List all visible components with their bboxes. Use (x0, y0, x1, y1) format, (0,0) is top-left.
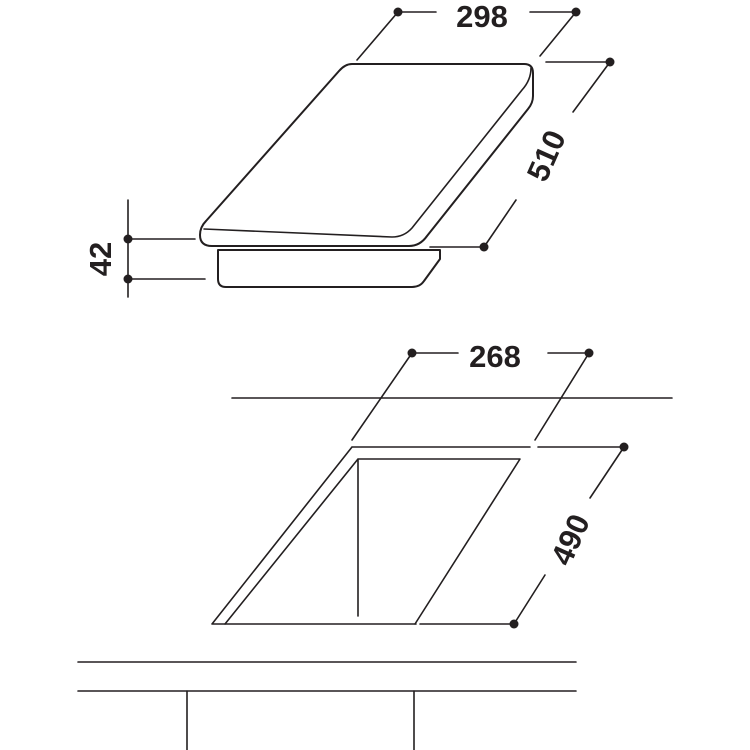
hob-width-dot-left (393, 7, 403, 17)
cutout-width-dimension: 268 (351, 339, 594, 441)
worktop-cutout-drawing (77, 397, 673, 750)
hob-width-line-right (539, 11, 577, 57)
cutout-depth-label: 490 (544, 509, 597, 570)
cutout-outline (211, 446, 531, 625)
hob-depth-dot-bottom (479, 242, 489, 252)
hob-drawing (199, 63, 534, 288)
cutout-depth-dimension: 490 (419, 442, 629, 629)
hob-width-label: 298 (456, 0, 508, 34)
hob-width-line-left (356, 11, 399, 61)
cutout-depth-dot-top (619, 442, 629, 452)
cutout-depth-line-bottom (513, 574, 546, 625)
hob-height-label: 42 (83, 242, 118, 276)
hob-depth-line-top (572, 61, 611, 113)
cutout-width-line-left (351, 352, 413, 441)
hob-depth-label: 510 (520, 125, 573, 186)
hob-width-dot-right (571, 7, 581, 17)
hob-depth-dot-top (605, 57, 615, 67)
cutout-width-line-right (534, 352, 590, 441)
cutout-width-label: 268 (469, 339, 521, 374)
hob-height-dimension: 42 (83, 199, 206, 298)
hob-height-dot-bottom (123, 274, 133, 284)
hob-top-edge (203, 67, 532, 238)
cutout-width-dot-right (584, 348, 594, 358)
hob-width-dimension: 298 (356, 0, 581, 61)
cutout-depth-dot-bottom (509, 619, 519, 629)
cutout-depth-line-top (589, 446, 625, 499)
hob-height-dot-top (123, 234, 133, 244)
cutout-width-dot-left (407, 348, 417, 358)
cutout-inner-wall (224, 458, 521, 625)
hob-top-plate (199, 63, 534, 247)
hob-depth-line-bottom (483, 199, 517, 248)
hob-base (217, 249, 441, 288)
